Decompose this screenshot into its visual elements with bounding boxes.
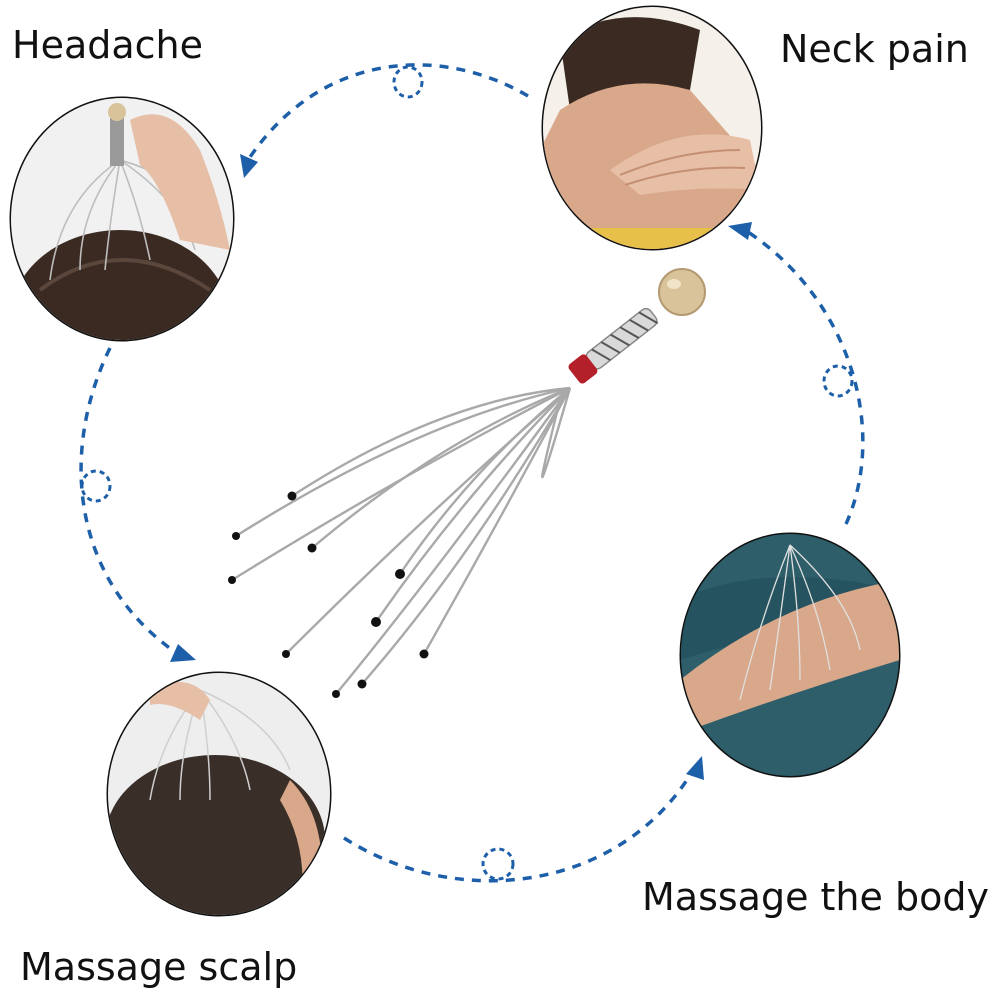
massage-scalp-photo — [106, 671, 332, 917]
arrow-head-headache — [240, 154, 258, 178]
arrow-headache-to-scalp — [79, 347, 179, 656]
neck-pain-label: Neck pain — [780, 27, 969, 71]
loop-left-icon — [80, 469, 112, 503]
loop-top-icon — [392, 65, 424, 99]
massager-tine-tips — [228, 491, 429, 698]
neck-pain-photo — [541, 5, 763, 251]
headache-label: Headache — [12, 23, 204, 67]
head-massager-product — [228, 268, 706, 698]
massage-body-photo — [679, 532, 901, 778]
arrow-head-scalp — [170, 644, 196, 662]
massager-handle — [568, 307, 659, 384]
massager-tines — [231, 386, 572, 695]
massager-wood-ball — [658, 268, 706, 316]
arrow-head-neck — [728, 222, 752, 240]
arrow-body-to-neck — [747, 230, 865, 525]
arrow-scalp-to-body — [343, 771, 694, 883]
flow-arrows — [79, 63, 865, 883]
massage-scalp-label: Massage scalp — [20, 945, 298, 989]
headache-photo — [9, 96, 235, 342]
massage-body-label: Massage the body — [642, 875, 989, 919]
loop-bottom-icon — [481, 847, 515, 881]
arrow-neck-to-headache — [246, 63, 529, 161]
loop-right-icon — [822, 364, 854, 398]
arrow-head-body — [686, 756, 704, 780]
